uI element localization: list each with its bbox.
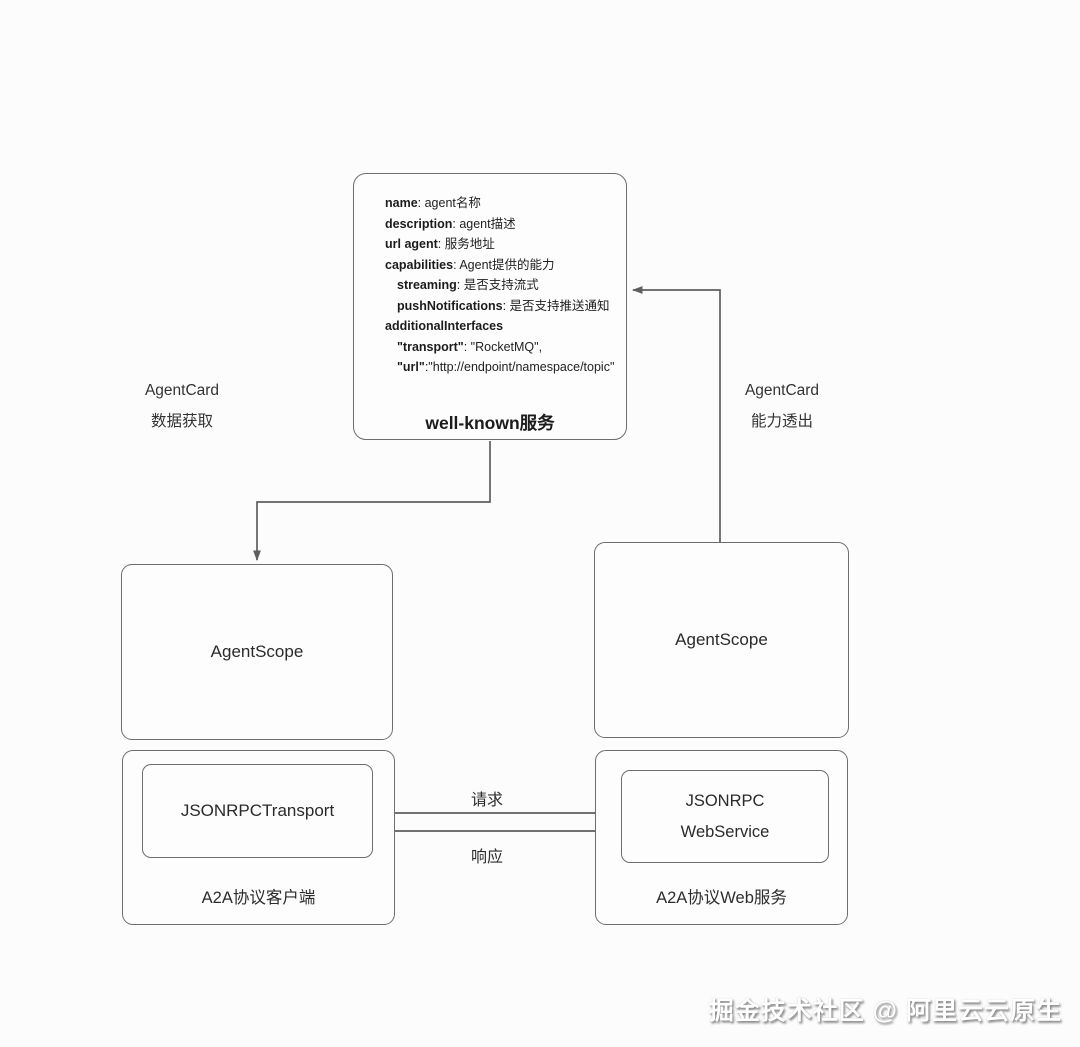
label-line: WebService xyxy=(680,822,770,841)
field-value: : agent描述 xyxy=(452,216,516,231)
label-agentcard-expose: AgentCard 能力透出 xyxy=(682,375,882,437)
label-agentcard-fetch: AgentCard 数据获取 xyxy=(82,375,282,437)
field-capabilities: capabilities: Agent提供的能力 xyxy=(385,255,618,276)
field-value: : "RocketMQ", xyxy=(463,339,543,354)
field-name: name: agent名称 xyxy=(385,193,618,214)
card-title: well-known服务 xyxy=(425,413,555,433)
field-value: : 服务地址 xyxy=(437,237,495,251)
wellknown-card: name: agent名称 description: agent描述 url a… xyxy=(353,173,627,440)
field-key: streaming xyxy=(397,278,457,292)
field-push-notifications: pushNotifications: 是否支持推送通知 xyxy=(385,296,618,317)
agentscope-label: AgentScope xyxy=(210,642,304,661)
connector-card-to-left-agentscope xyxy=(253,441,491,561)
field-value: : Agent提供的能力 xyxy=(453,257,555,272)
field-key: name xyxy=(385,196,418,210)
field-key: additionalInterfaces xyxy=(385,319,504,333)
field-key: pushNotifications xyxy=(397,298,503,313)
agentscope-left-box: AgentScope xyxy=(121,564,393,740)
field-value: : 是否支持推送通知 xyxy=(502,298,610,313)
field-key: "transport" xyxy=(397,339,464,354)
a2a-client-label: A2A协议客户端 xyxy=(201,889,316,907)
field-additional-interfaces: additionalInterfaces xyxy=(385,316,618,337)
jsonrpc-webservice-label: JSONRPC WebService xyxy=(681,786,770,848)
field-key: "url" xyxy=(397,360,425,374)
field-transport: "transport": "RocketMQ", xyxy=(385,337,618,358)
agentcard-fields: name: agent名称 description: agent描述 url a… xyxy=(385,193,618,378)
field-key: description xyxy=(385,216,453,231)
field-value: :"http://endpoint/namespace/topic" xyxy=(424,360,615,374)
response-label: 响应 xyxy=(470,849,503,866)
agentscope-right-box: AgentScope xyxy=(594,542,849,738)
field-value: : agent名称 xyxy=(417,196,481,210)
label-line: AgentCard xyxy=(744,382,820,399)
label-line: 数据获取 xyxy=(150,413,213,430)
request-label: 请求 xyxy=(470,792,503,809)
jsonrpc-webservice-box: JSONRPC WebService xyxy=(621,770,829,863)
jsonrpc-transport-label: JSONRPCTransport xyxy=(180,801,335,820)
label-line: JSONRPC xyxy=(685,791,765,810)
jsonrpc-transport-box: JSONRPCTransport xyxy=(142,764,373,858)
field-streaming: streaming: 是否支持流式 xyxy=(385,275,618,296)
field-url: "url":"http://endpoint/namespace/topic" xyxy=(385,357,618,378)
a2a-webservice-label: A2A协议Web服务 xyxy=(656,889,787,907)
agentscope-label: AgentScope xyxy=(675,630,768,649)
field-value: : 是否支持流式 xyxy=(456,278,539,292)
field-key: url agent xyxy=(385,237,438,251)
watermark: 掘金技术社区 @ 阿里云云原生 xyxy=(708,997,1062,1025)
field-description: description: agent描述 xyxy=(385,214,618,235)
field-url-agent: url agent: 服务地址 xyxy=(385,234,618,255)
label-line: AgentCard xyxy=(144,382,220,399)
field-key: capabilities xyxy=(385,257,454,272)
label-line: 能力透出 xyxy=(750,413,813,430)
